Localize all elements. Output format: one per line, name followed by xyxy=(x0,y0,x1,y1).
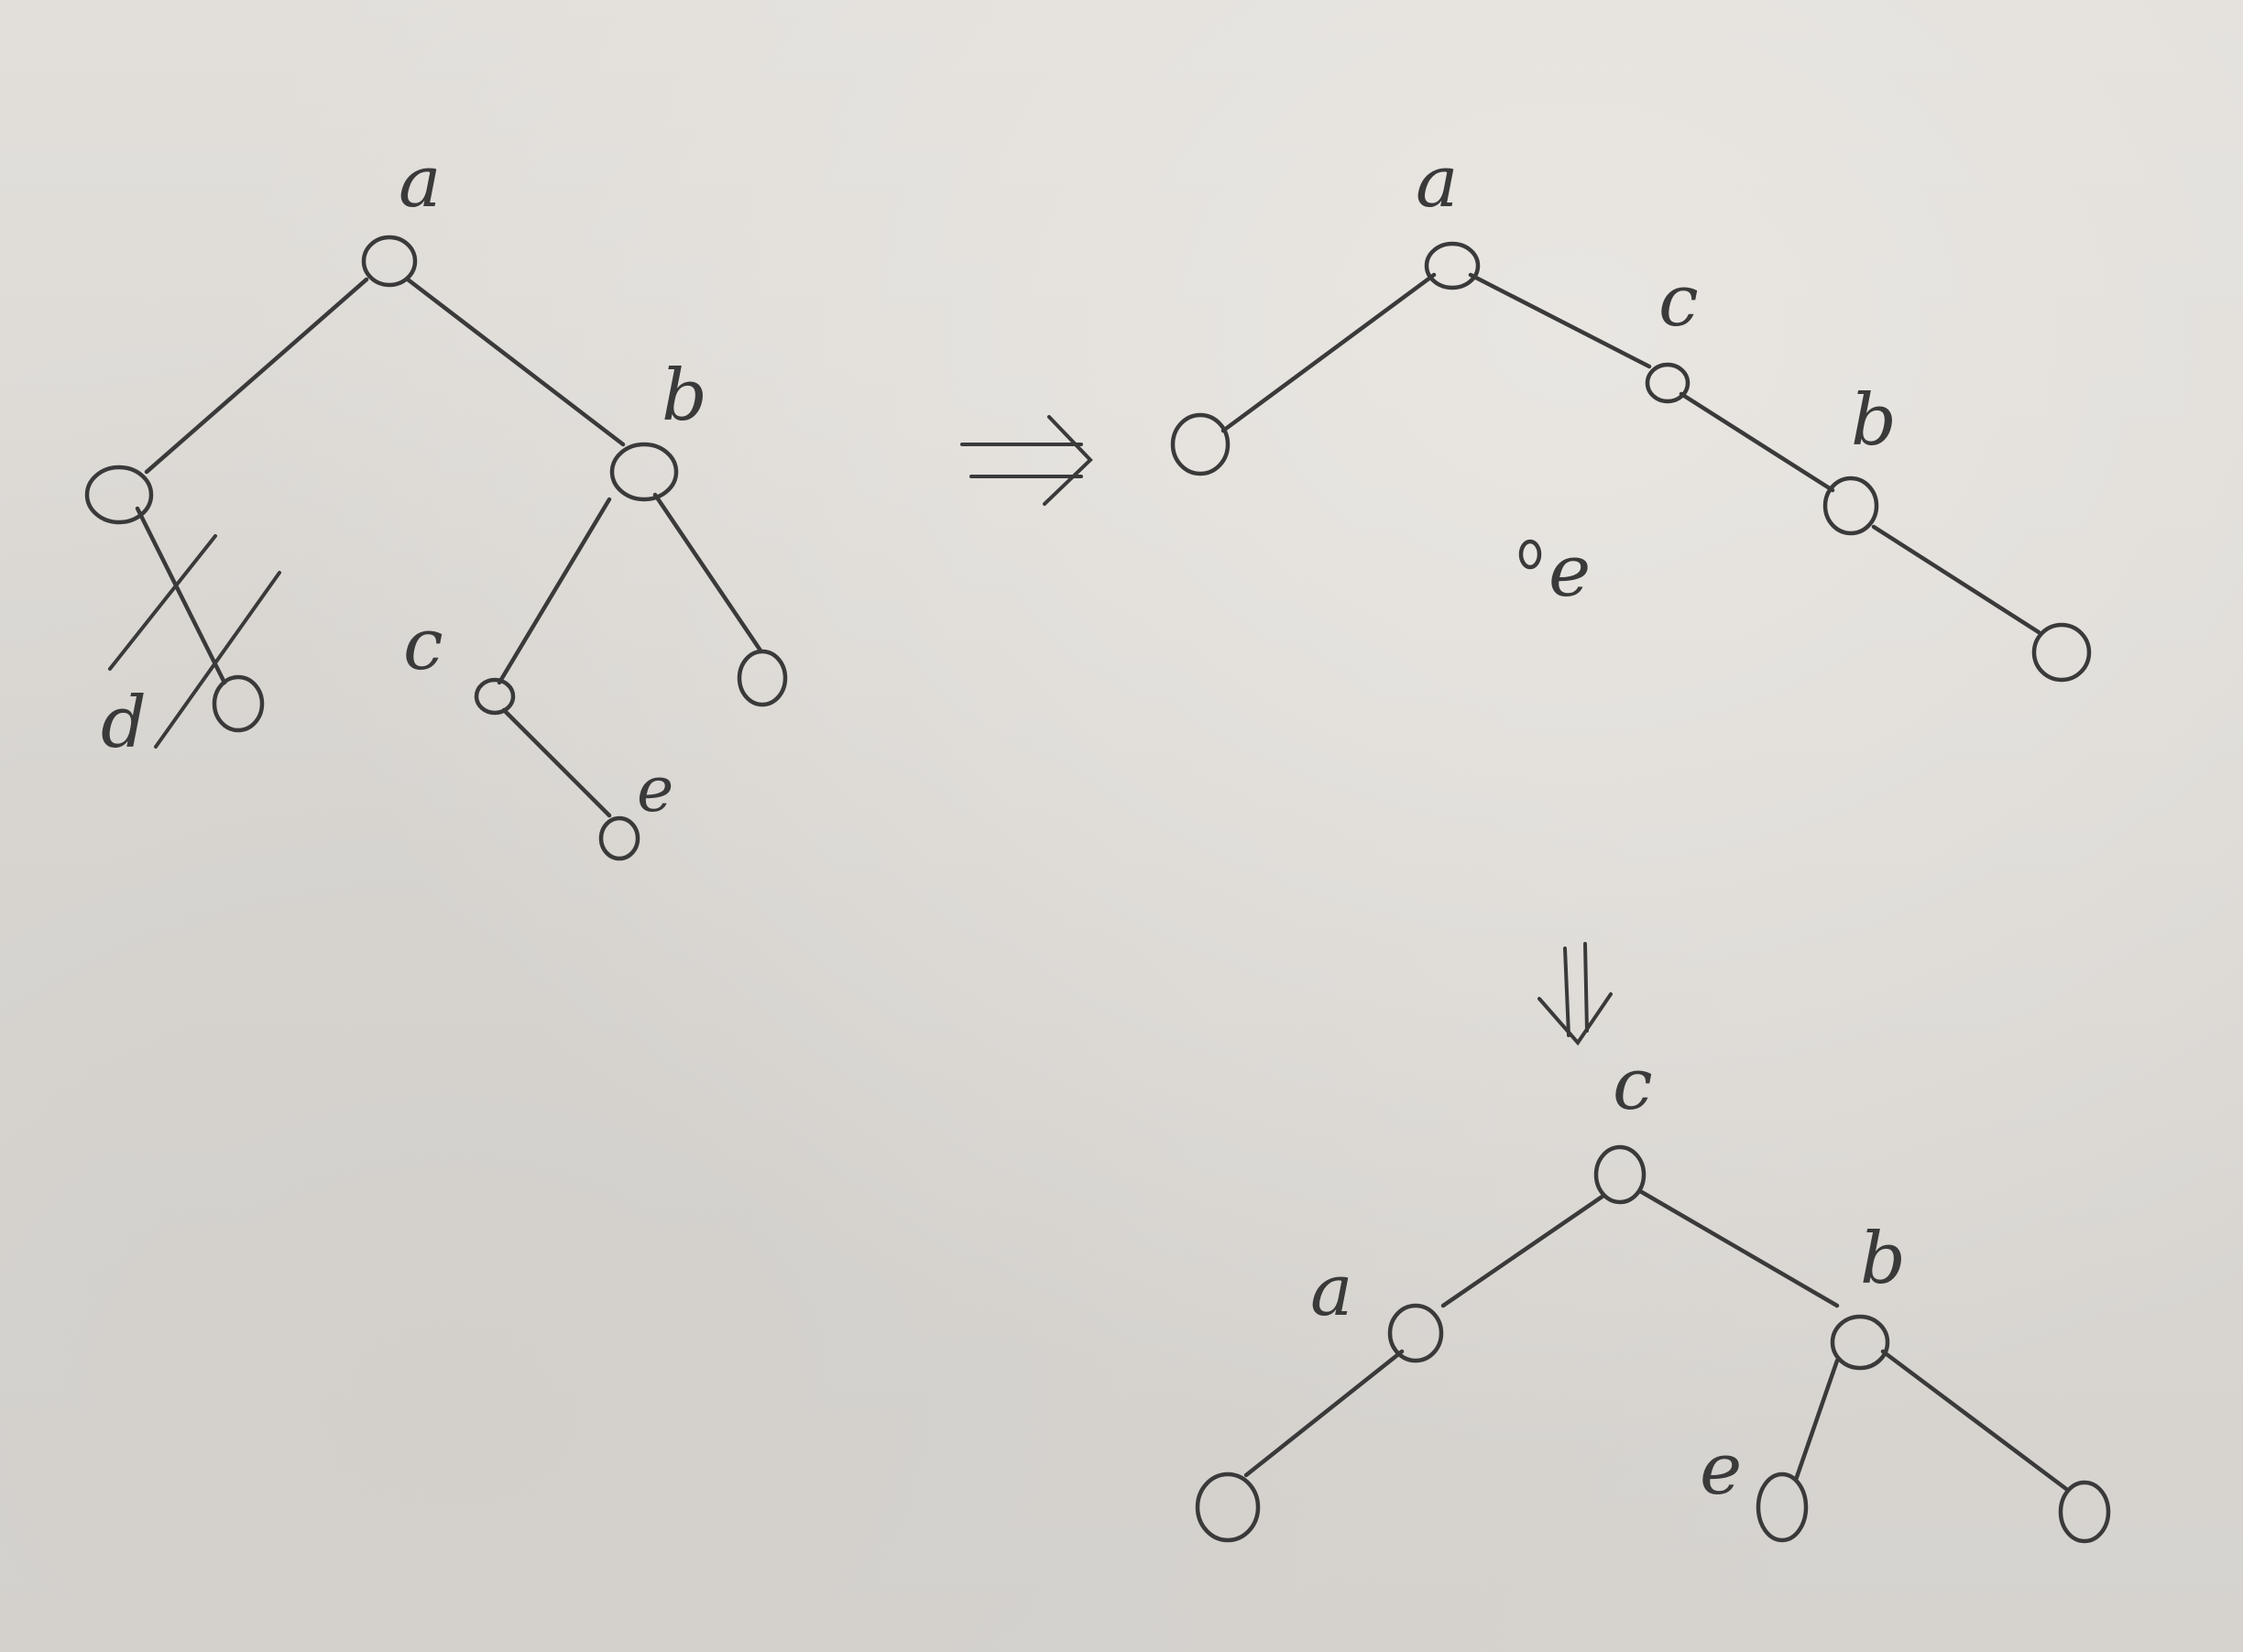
node-c xyxy=(474,677,516,716)
node-b xyxy=(609,442,679,502)
edge-bot-c-a xyxy=(1440,1193,1606,1308)
edge-bot-a-leaf xyxy=(1243,1349,1405,1478)
edge-bot-b-e xyxy=(1793,1358,1840,1482)
label-mid-e: e xyxy=(1548,531,1591,613)
node-bot-b xyxy=(1830,1314,1890,1371)
label-bot-c: c xyxy=(1613,1044,1653,1126)
node-mid-a xyxy=(1424,241,1481,290)
edge-bot-b-right xyxy=(1880,1349,2069,1492)
strikeout-mark-1 xyxy=(108,534,217,671)
label-left-d: d xyxy=(101,682,147,764)
node-d xyxy=(212,674,265,733)
transform-arrow-down xyxy=(1537,942,1613,1046)
label-bot-b: b xyxy=(1860,1218,1906,1300)
node-left-child xyxy=(84,465,154,525)
node-mid-b xyxy=(1822,476,1879,536)
strikeout-mark-2 xyxy=(154,571,281,749)
label-left-c: c xyxy=(403,604,443,686)
node-mid-leaf xyxy=(2031,622,2092,683)
edge-mid-b-leaf xyxy=(1871,524,2041,635)
edge-b-right xyxy=(652,492,763,653)
node-mid-left xyxy=(1170,412,1231,476)
node-mid-e xyxy=(1518,539,1542,570)
transform-arrow-right xyxy=(960,415,1093,506)
node-bot-a xyxy=(1387,1303,1444,1363)
node-mid-c xyxy=(1645,362,1690,404)
edge-a-b xyxy=(405,277,626,447)
edge-a-left xyxy=(144,277,369,475)
node-e xyxy=(598,815,640,861)
label-bot-e: e xyxy=(1700,1428,1742,1511)
edge-mid-a-left xyxy=(1220,272,1437,433)
node-a xyxy=(361,235,418,288)
node-right-leaf xyxy=(737,649,788,707)
edge-mid-a-c xyxy=(1468,272,1652,369)
bottom-tree: c a b e xyxy=(1195,1044,2111,1544)
label-bot-a: a xyxy=(1310,1250,1353,1332)
middle-tree: a c b e xyxy=(1170,141,2092,683)
left-tree: a b c d e xyxy=(84,141,788,861)
node-bot-e xyxy=(1756,1471,1809,1543)
label-mid-b: b xyxy=(1851,379,1897,462)
label-left-b: b xyxy=(662,355,707,437)
label-left-e: e xyxy=(637,754,673,826)
edge-bot-c-b xyxy=(1637,1188,1840,1308)
edge-left-d xyxy=(135,506,227,685)
edge-mid-c-b xyxy=(1679,391,1835,493)
edge-c-e xyxy=(501,707,612,818)
label-left-a: a xyxy=(399,141,442,224)
node-bot-right-leaf xyxy=(2058,1480,2111,1544)
node-bot-c xyxy=(1593,1144,1647,1205)
node-bot-left-leaf xyxy=(1195,1471,1261,1543)
label-mid-a: a xyxy=(1416,141,1459,224)
edge-b-c xyxy=(497,497,612,685)
label-mid-c: c xyxy=(1658,260,1699,343)
